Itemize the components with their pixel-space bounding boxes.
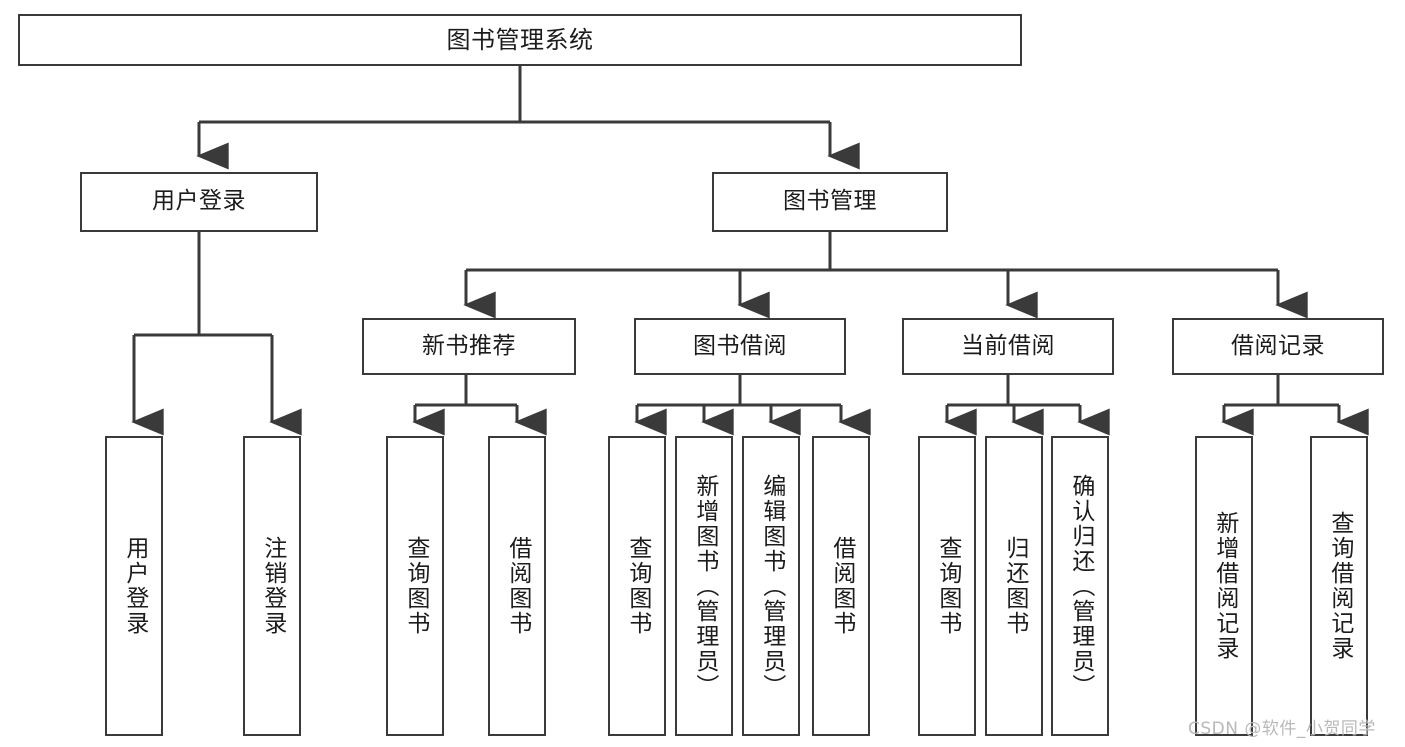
leaf-query-book-1[interactable]: 查询图书: [386, 436, 444, 736]
leaf-borrow-book-2[interactable]: 借阅图书: [812, 436, 870, 736]
node-label: 归还图书: [1001, 536, 1028, 636]
node-new-book-recommendation[interactable]: 新书推荐: [362, 318, 576, 375]
node-label: 新增图书（管理员）: [691, 473, 718, 699]
node-label: 借阅图书: [828, 536, 855, 636]
leaf-query-borrow-record[interactable]: 查询借阅记录: [1310, 436, 1368, 736]
leaf-add-borrow-record[interactable]: 新增借阅记录: [1195, 436, 1253, 736]
node-label: 用户登录: [152, 188, 246, 215]
leaf-logout-login[interactable]: 注销登录: [243, 436, 301, 736]
node-label: 借阅图书: [504, 536, 531, 636]
csdn-watermark: CSDN @软件_小贺同学: [1188, 719, 1376, 739]
leaf-edit-book-admin[interactable]: 编辑图书（管理员）: [742, 436, 800, 736]
node-label: 编辑图书（管理员）: [758, 473, 785, 699]
leaf-return-book[interactable]: 归还图书: [985, 436, 1043, 736]
leaf-confirm-return-admin[interactable]: 确认归还（管理员）: [1051, 436, 1109, 736]
leaf-user-login[interactable]: 用户登录: [105, 436, 163, 736]
node-label: 查询图书: [624, 536, 651, 636]
node-label: 查询图书: [402, 536, 429, 636]
node-label: 当前借阅: [961, 332, 1055, 359]
node-current-borrowing[interactable]: 当前借阅: [902, 318, 1114, 375]
node-label: 图书管理系统: [446, 25, 594, 54]
leaf-query-book-3[interactable]: 查询图书: [918, 436, 976, 736]
node-label: 新书推荐: [422, 332, 516, 359]
leaf-borrow-book-1[interactable]: 借阅图书: [488, 436, 546, 736]
node-label: 注销登录: [259, 536, 286, 636]
node-label: 借阅记录: [1231, 332, 1325, 359]
node-label: 查询借阅记录: [1326, 511, 1353, 661]
node-label: 查询图书: [934, 536, 961, 636]
node-label: 图书借阅: [693, 332, 787, 359]
node-borrowing-record[interactable]: 借阅记录: [1172, 318, 1384, 375]
node-book-management[interactable]: 图书管理: [712, 172, 948, 232]
node-label: 新增借阅记录: [1211, 511, 1238, 661]
leaf-add-book-admin[interactable]: 新增图书（管理员）: [675, 436, 733, 736]
node-label: 图书管理: [783, 188, 877, 215]
leaf-query-book-2[interactable]: 查询图书: [608, 436, 666, 736]
node-book-borrowing[interactable]: 图书借阅: [634, 318, 846, 375]
node-user-login[interactable]: 用户登录: [80, 172, 318, 232]
node-label: 用户登录: [121, 536, 148, 636]
node-root-book-management-system[interactable]: 图书管理系统: [18, 14, 1022, 66]
node-label: 确认归还（管理员）: [1067, 473, 1094, 699]
